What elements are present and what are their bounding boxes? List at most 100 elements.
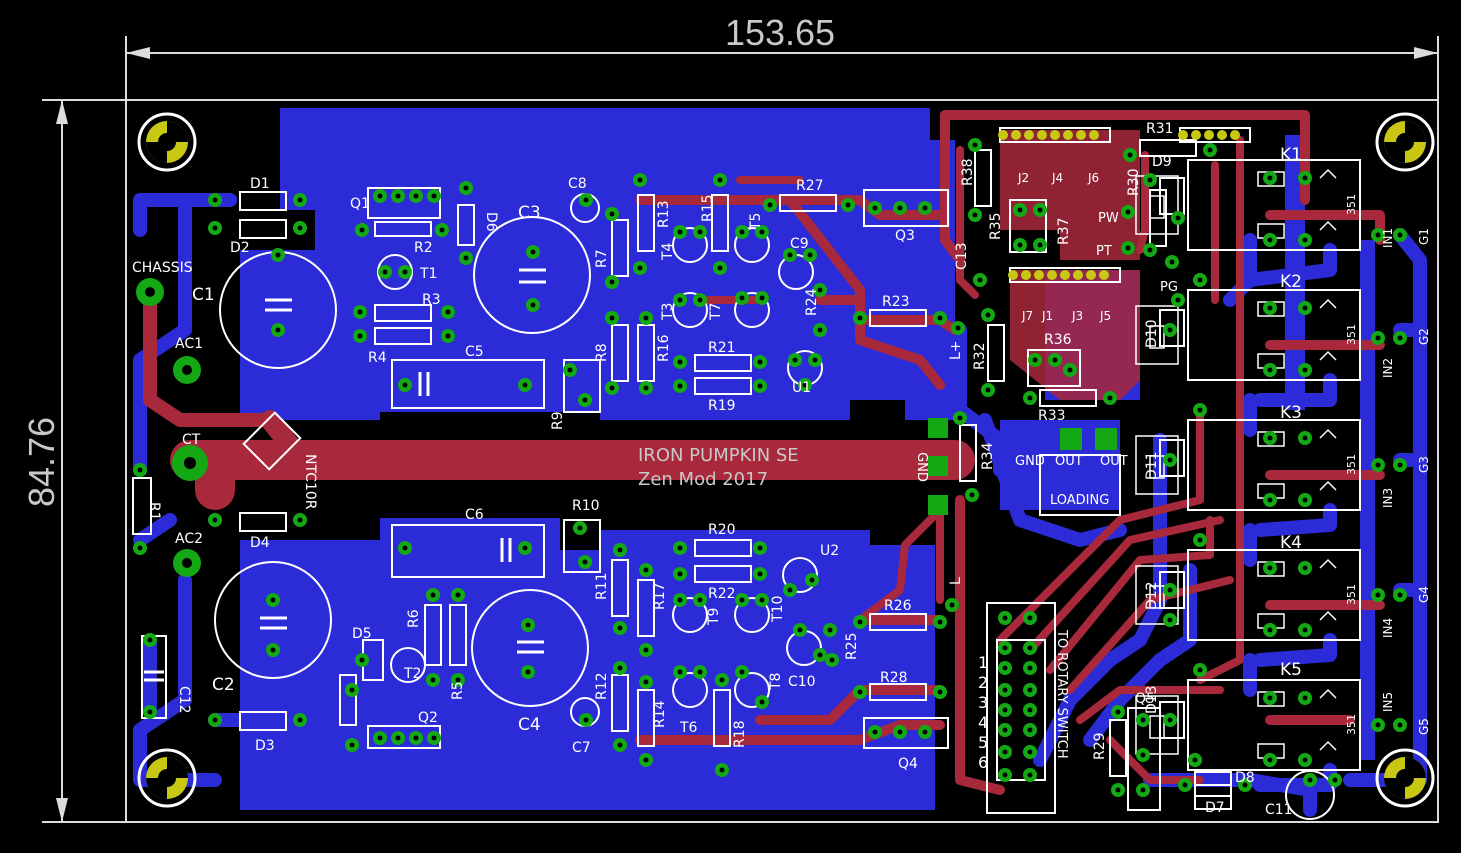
pad-drill xyxy=(402,269,408,275)
label-k2: K2 xyxy=(1280,272,1302,292)
pad-drill xyxy=(525,669,531,675)
pad-drill xyxy=(1302,757,1308,763)
pad-drill xyxy=(1267,237,1273,243)
pad-drill xyxy=(1115,709,1121,715)
pad-drill xyxy=(445,333,451,339)
pad-drill xyxy=(872,205,878,211)
label-r2: R2 xyxy=(414,240,433,256)
pad-drill xyxy=(677,229,683,235)
pad-drill xyxy=(1182,782,1188,788)
header-pin xyxy=(1204,130,1214,140)
pad-drill xyxy=(759,295,765,301)
label-r37: R37 xyxy=(1056,217,1072,245)
pad-drill xyxy=(1125,245,1131,251)
pad-drill xyxy=(1017,207,1023,213)
pad-drill xyxy=(402,545,408,551)
pad-drill xyxy=(677,571,683,577)
label-c13: C13 xyxy=(954,242,970,270)
pad-drill xyxy=(937,689,943,695)
pad-drill xyxy=(212,717,218,723)
pad-drill xyxy=(395,735,401,741)
pad-drill xyxy=(1302,497,1308,503)
silk-labels: CHASSIS AC1 CT AC2 NTC10R GND GND OUT OU… xyxy=(132,121,1431,818)
pad-drill xyxy=(583,197,589,203)
label-pt: PT xyxy=(1096,244,1112,259)
pad-drill xyxy=(430,592,436,598)
pad-drill xyxy=(677,297,683,303)
label-d1: D1 xyxy=(250,176,270,192)
pad-drill xyxy=(922,729,928,735)
dimension-height: 84.76 xyxy=(21,99,126,823)
label-r32: R32 xyxy=(972,342,988,370)
pad-drill xyxy=(1037,207,1043,213)
pad-drill xyxy=(817,652,823,658)
label-relay3-code: 351 xyxy=(1345,454,1358,475)
label-j7: J7 xyxy=(1021,309,1033,323)
pad-drill xyxy=(1167,617,1173,623)
label-r13: R13 xyxy=(656,200,672,228)
pad-drill xyxy=(1397,722,1403,728)
top-copper-pour xyxy=(1000,130,1140,400)
pad-drill xyxy=(1002,665,1008,671)
label-pg: PG xyxy=(1160,280,1178,295)
pad-drill xyxy=(609,385,615,391)
header-pin xyxy=(1024,130,1034,140)
pad-drill xyxy=(757,383,763,389)
label-c10: C10 xyxy=(788,674,816,690)
pad-drill xyxy=(1397,592,1403,598)
pad-drill xyxy=(1397,335,1403,341)
pad-drill xyxy=(739,295,745,301)
pad-drill xyxy=(957,415,963,421)
label-t10: T10 xyxy=(770,596,786,623)
pad-drill xyxy=(757,359,763,365)
pad-drill xyxy=(977,277,983,283)
label-r23: R23 xyxy=(882,294,910,310)
label-q1: Q1 xyxy=(350,196,370,212)
pad-drill xyxy=(1302,367,1308,373)
label-relay1-code: 351 xyxy=(1345,194,1358,215)
pad-drill xyxy=(1167,717,1173,723)
header-pin xyxy=(1191,130,1201,140)
pad-drill xyxy=(1147,247,1153,253)
label-j2: J2 xyxy=(1017,171,1029,185)
pad-drill xyxy=(212,197,218,203)
label-chassis: CHASSIS xyxy=(132,260,193,276)
label-rotary: TO ROTARY SWITCH xyxy=(1054,629,1069,759)
pad-drill xyxy=(1147,177,1153,183)
pad-drill xyxy=(1267,175,1273,181)
pad-drill xyxy=(377,735,383,741)
pad-drill xyxy=(609,279,615,285)
pad-drill xyxy=(567,367,573,373)
pad-drill xyxy=(1002,645,1008,651)
header-pin xyxy=(1021,270,1031,280)
pad-drill xyxy=(757,545,763,551)
pad-drill xyxy=(617,625,623,631)
label-t3: T3 xyxy=(660,303,676,321)
pad-drill xyxy=(1002,727,1008,733)
label-r21: R21 xyxy=(708,340,736,356)
pad-drill xyxy=(1302,627,1308,633)
label-r35: R35 xyxy=(988,212,1004,240)
pad-drill xyxy=(1027,615,1033,621)
title-line-2: Zen Mod 2017 xyxy=(638,469,768,490)
pad-drill xyxy=(719,767,725,773)
label-j4: J4 xyxy=(1051,171,1063,185)
pad-drill xyxy=(857,315,863,321)
pad-drill xyxy=(413,193,419,199)
pad-drill xyxy=(1002,687,1008,693)
terminal-pads xyxy=(136,278,1117,577)
pad-drill xyxy=(1027,749,1033,755)
pad-drill xyxy=(845,202,851,208)
pad-drill xyxy=(275,252,281,258)
pad-drill xyxy=(829,657,835,663)
label-r36: R36 xyxy=(1044,332,1072,348)
header-pin xyxy=(1063,130,1073,140)
pad-drill xyxy=(1267,627,1273,633)
header-pin xyxy=(1230,130,1240,140)
label-c3: C3 xyxy=(518,203,541,223)
pad-drill xyxy=(1207,147,1213,153)
label-r25: R25 xyxy=(844,632,860,660)
label-c1: C1 xyxy=(192,285,215,305)
pad-drill xyxy=(359,657,365,663)
